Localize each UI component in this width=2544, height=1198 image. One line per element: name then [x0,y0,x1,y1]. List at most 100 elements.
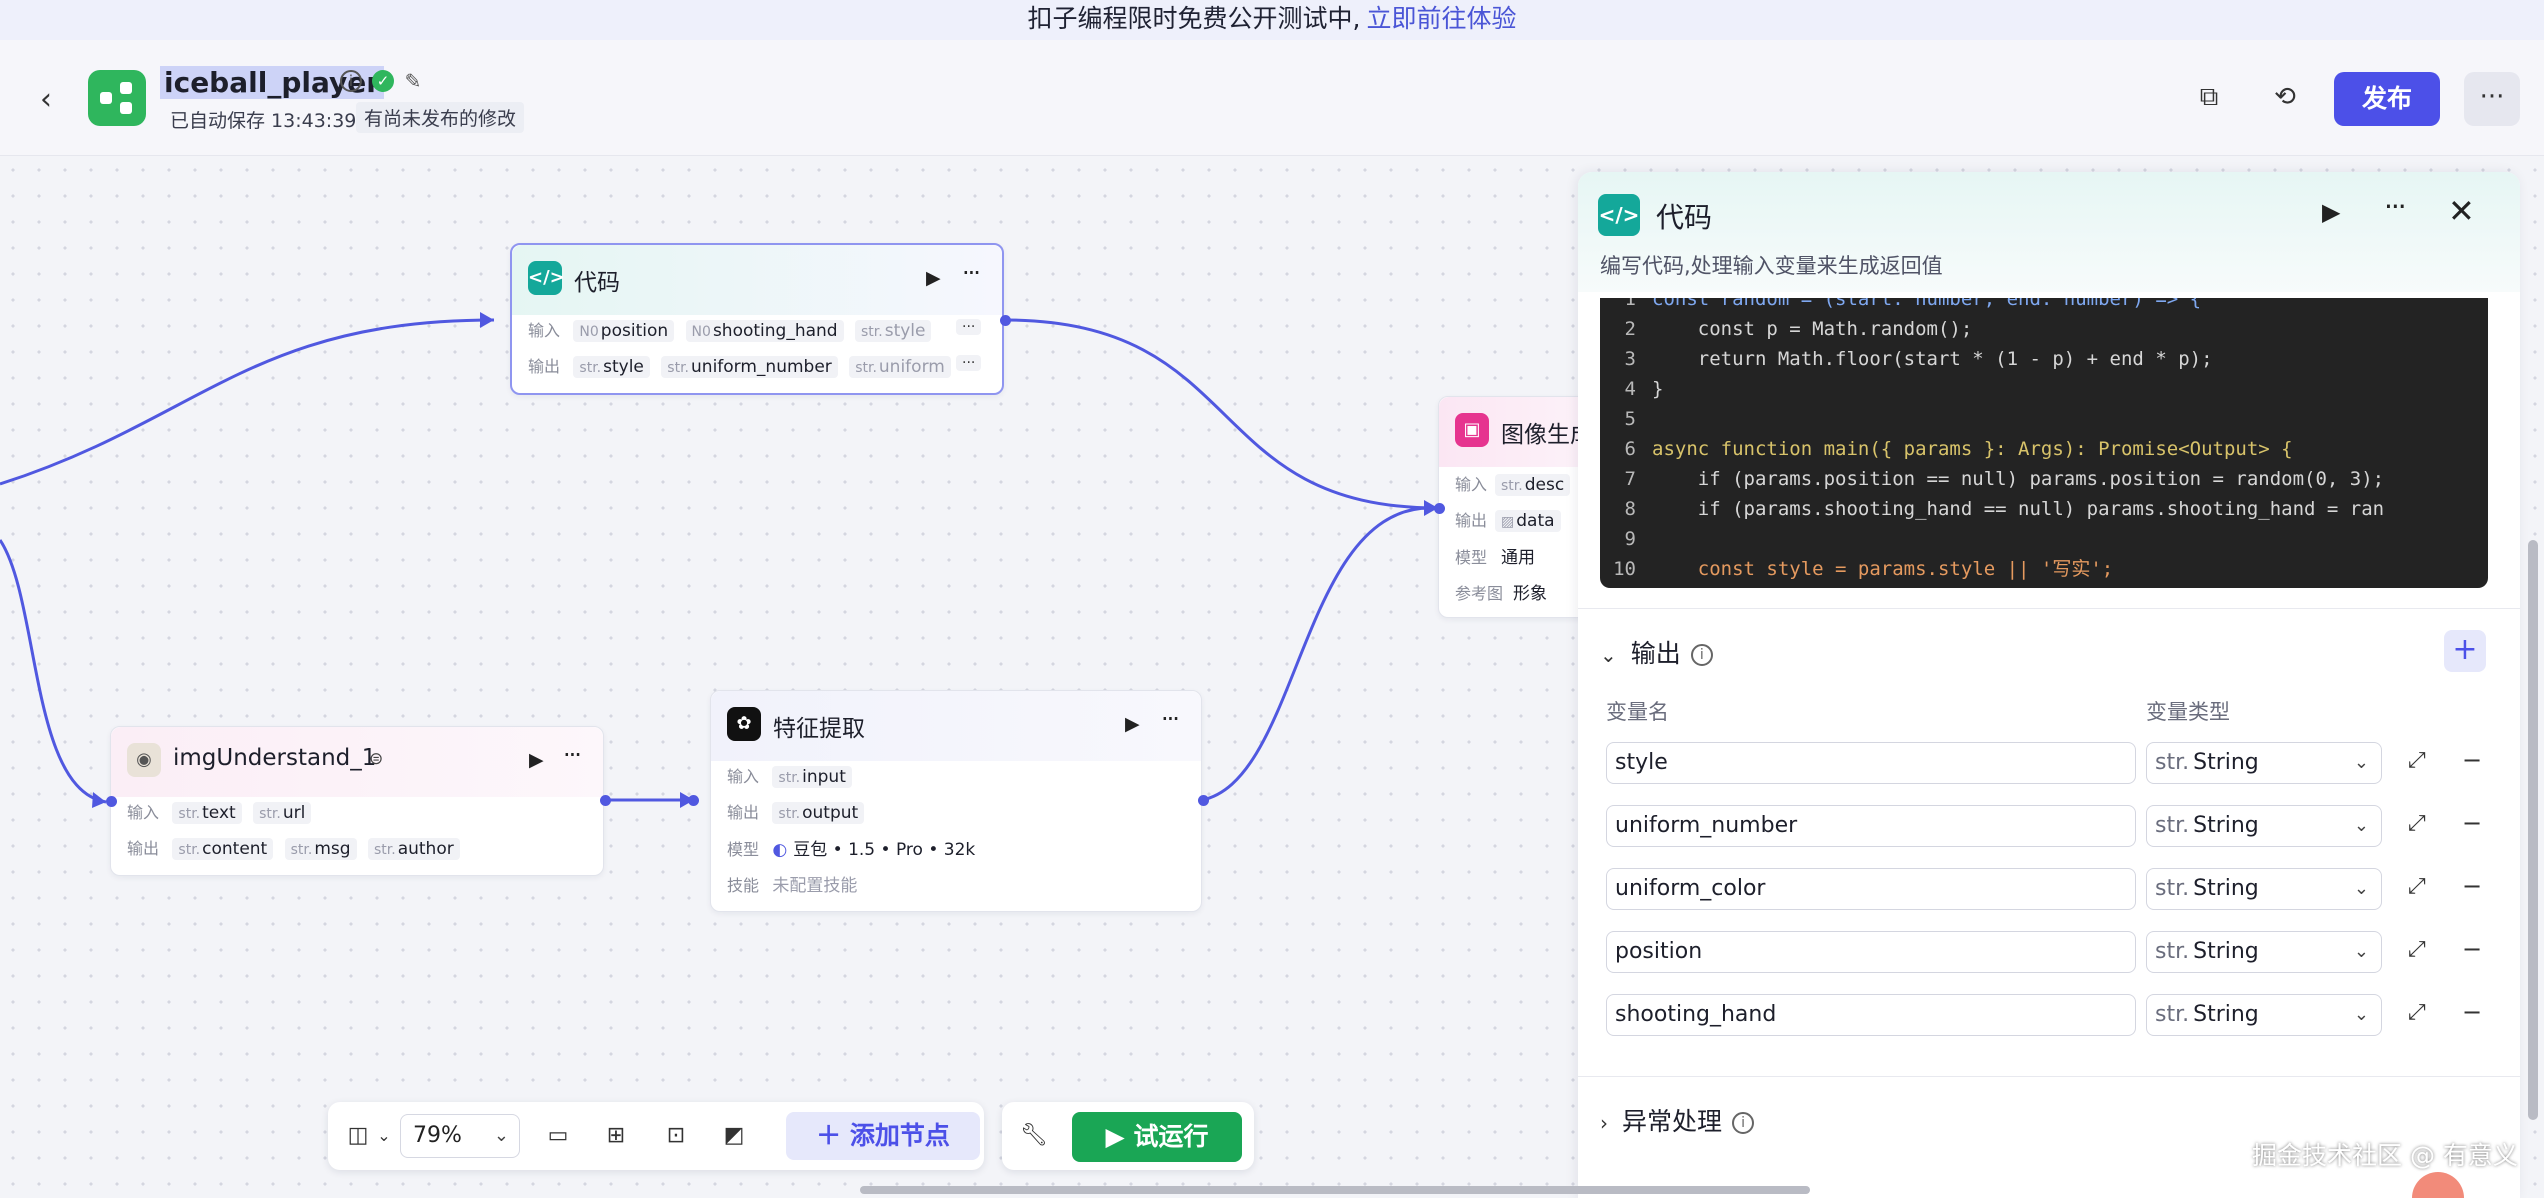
more-icon[interactable]: ··· [563,741,582,769]
run-icon[interactable]: ▶ [1125,713,1140,735]
more-icon[interactable]: ··· [1161,705,1180,733]
chevron-down-icon: ⌄ [2353,752,2369,773]
output-port[interactable] [600,795,611,806]
output-type-select[interactable]: str.String⌄ [2146,931,2382,973]
model-icon: ✿ [727,707,761,741]
output-type-select[interactable]: str.String⌄ [2146,742,2382,784]
node-title: 特征提取 [773,716,865,742]
node-skill: 技能 未配置技能 [727,876,858,896]
remove-icon[interactable]: − [2462,809,2483,837]
node-img-understand[interactable]: ◉ imgUnderstand_1 ⊜ ▶ ··· 输入 str.text st… [110,726,604,876]
chevron-down-icon[interactable]: ⌄ [377,1126,391,1145]
output-name-input[interactable]: position [1606,931,2136,973]
expand-icon[interactable]: ⤢ [2408,748,2426,773]
run-icon[interactable]: ▶ [926,267,941,289]
run-icon[interactable]: ▶ [2322,198,2341,226]
image-icon: ▣ [1455,413,1489,447]
expand-icon[interactable]: ⤢ [2408,874,2426,899]
code-line: 4} [1624,378,1664,400]
input-port[interactable] [1434,503,1445,514]
publish-button[interactable]: 发布 [2334,72,2440,126]
output-tag: str.uniform_number [661,356,838,378]
remove-icon[interactable]: − [2462,998,2483,1026]
output-name-input[interactable]: style [1606,742,2136,784]
back-icon[interactable]: ‹ [40,82,52,117]
expand-icon[interactable]: ⤢ [2408,1000,2426,1025]
input-port[interactable] [688,795,699,806]
info-icon[interactable]: i [1690,644,1713,666]
input-port[interactable] [106,796,117,807]
app-header: ‹ iceball_player i ✓ ✎ 已自动保存 13:43:39 有尚… [0,40,2544,156]
output-type-select[interactable]: str.String⌄ [2146,868,2382,910]
output-type-select[interactable]: str.String⌄ [2146,805,2382,847]
output-name-input[interactable]: uniform_color [1606,868,2136,910]
output-name-input[interactable]: uniform_number [1606,805,2136,847]
chevron-down-icon: ⌄ [2353,878,2369,899]
copy-icon[interactable]: ⧉ [2199,82,2219,112]
more-outputs-button[interactable]: ··· [956,355,982,371]
info-icon[interactable]: i [340,70,362,92]
remove-icon[interactable]: − [2462,872,2483,900]
banner-text: 扣子编程限时免费公开测试中, [1027,4,1361,33]
more-inputs-button[interactable]: ··· [956,319,982,335]
banner-link[interactable]: 立即前往体验 [1366,4,1517,33]
run-toolbar: 🔧︎ ▶ 试运行 [1002,1102,1254,1170]
output-name-input[interactable]: shooting_hand [1606,994,2136,1036]
add-output-button[interactable]: + [2444,630,2486,672]
watermark: 掘金技术社区 @ 有意义 [2252,1141,2518,1170]
node-inputs: 输入 str.text str.url [127,799,317,827]
edit-icon[interactable]: ✎ [404,69,422,93]
comment-icon[interactable]: ▭ [547,1123,569,1148]
info-icon[interactable]: i [1732,1112,1755,1134]
mouse-icon[interactable]: ◫ [347,1123,369,1148]
more-icon[interactable]: ··· [2384,190,2407,223]
canvas-scrollbar[interactable] [860,1186,1810,1194]
history-icon[interactable]: ⟲ [2274,82,2296,112]
code-line: 2 const p = Math.random(); [1624,318,1973,340]
output-type-select[interactable]: str.String⌄ [2146,994,2382,1036]
node-model: 模型 ◐豆包 • 1.5 • Pro • 32k [727,840,976,860]
chevron-down-icon: ⌄ [493,1125,509,1146]
run-icon[interactable]: ▶ [529,749,544,771]
canvas-toolbar: ◫ ⌄ 79%⌄ ▭ ⊞ ⊡ ◩ ＋ 添加节点 [328,1102,984,1170]
column-header-name: 变量名 [1606,700,1669,724]
close-icon[interactable]: ✕ [2448,192,2475,230]
node-feature-extract[interactable]: ✿ 特征提取 ▶ ··· 输入 str.input 输出 str.output … [710,690,1202,912]
panel-header: </> 代码 编写代码,处理输入变量来生成返回值 ▶ ··· ✕ [1578,172,2520,292]
app-logo [88,70,146,126]
plugin-badge-icon: ⊜ [369,749,384,769]
expand-icon[interactable]: ⤢ [2408,811,2426,836]
wrench-icon[interactable]: 🔧︎ [1020,1123,1048,1148]
test-run-button[interactable]: ▶ 试运行 [1072,1112,1242,1162]
zoom-select[interactable]: 79%⌄ [400,1114,520,1158]
output-port[interactable] [1000,315,1011,326]
code-line: 10 const style = params.style || '写实'; [1613,558,2114,580]
layout-icon[interactable]: ⊞ [606,1123,626,1148]
expand-icon[interactable]: ⤢ [2408,937,2426,962]
code-line: 9 [1624,528,1636,550]
remove-icon[interactable]: − [2462,746,2483,774]
announcement-banner: 扣子编程限时免费公开测试中,立即前往体验 [0,0,2544,40]
more-icon[interactable]: ··· [962,259,981,287]
output-port[interactable] [1198,795,1209,806]
remove-icon[interactable]: − [2462,935,2483,963]
more-icon[interactable]: ··· [2464,72,2520,126]
panel-scrollbar[interactable] [2528,540,2538,1120]
output-tag: str.uniform [849,356,951,378]
minimap-icon[interactable]: ◩ [723,1123,745,1148]
node-row: 参考图形象 [1455,584,1547,604]
node-outputs: 输出 str.style str.uniform_number str.unif… [528,353,957,381]
code-line: 7 if (params.position == null) params.po… [1624,468,2385,490]
add-node-button[interactable]: ＋ 添加节点 [786,1112,980,1160]
node-title: 代码 [574,270,620,296]
image-icon[interactable]: ⊡ [666,1123,686,1148]
